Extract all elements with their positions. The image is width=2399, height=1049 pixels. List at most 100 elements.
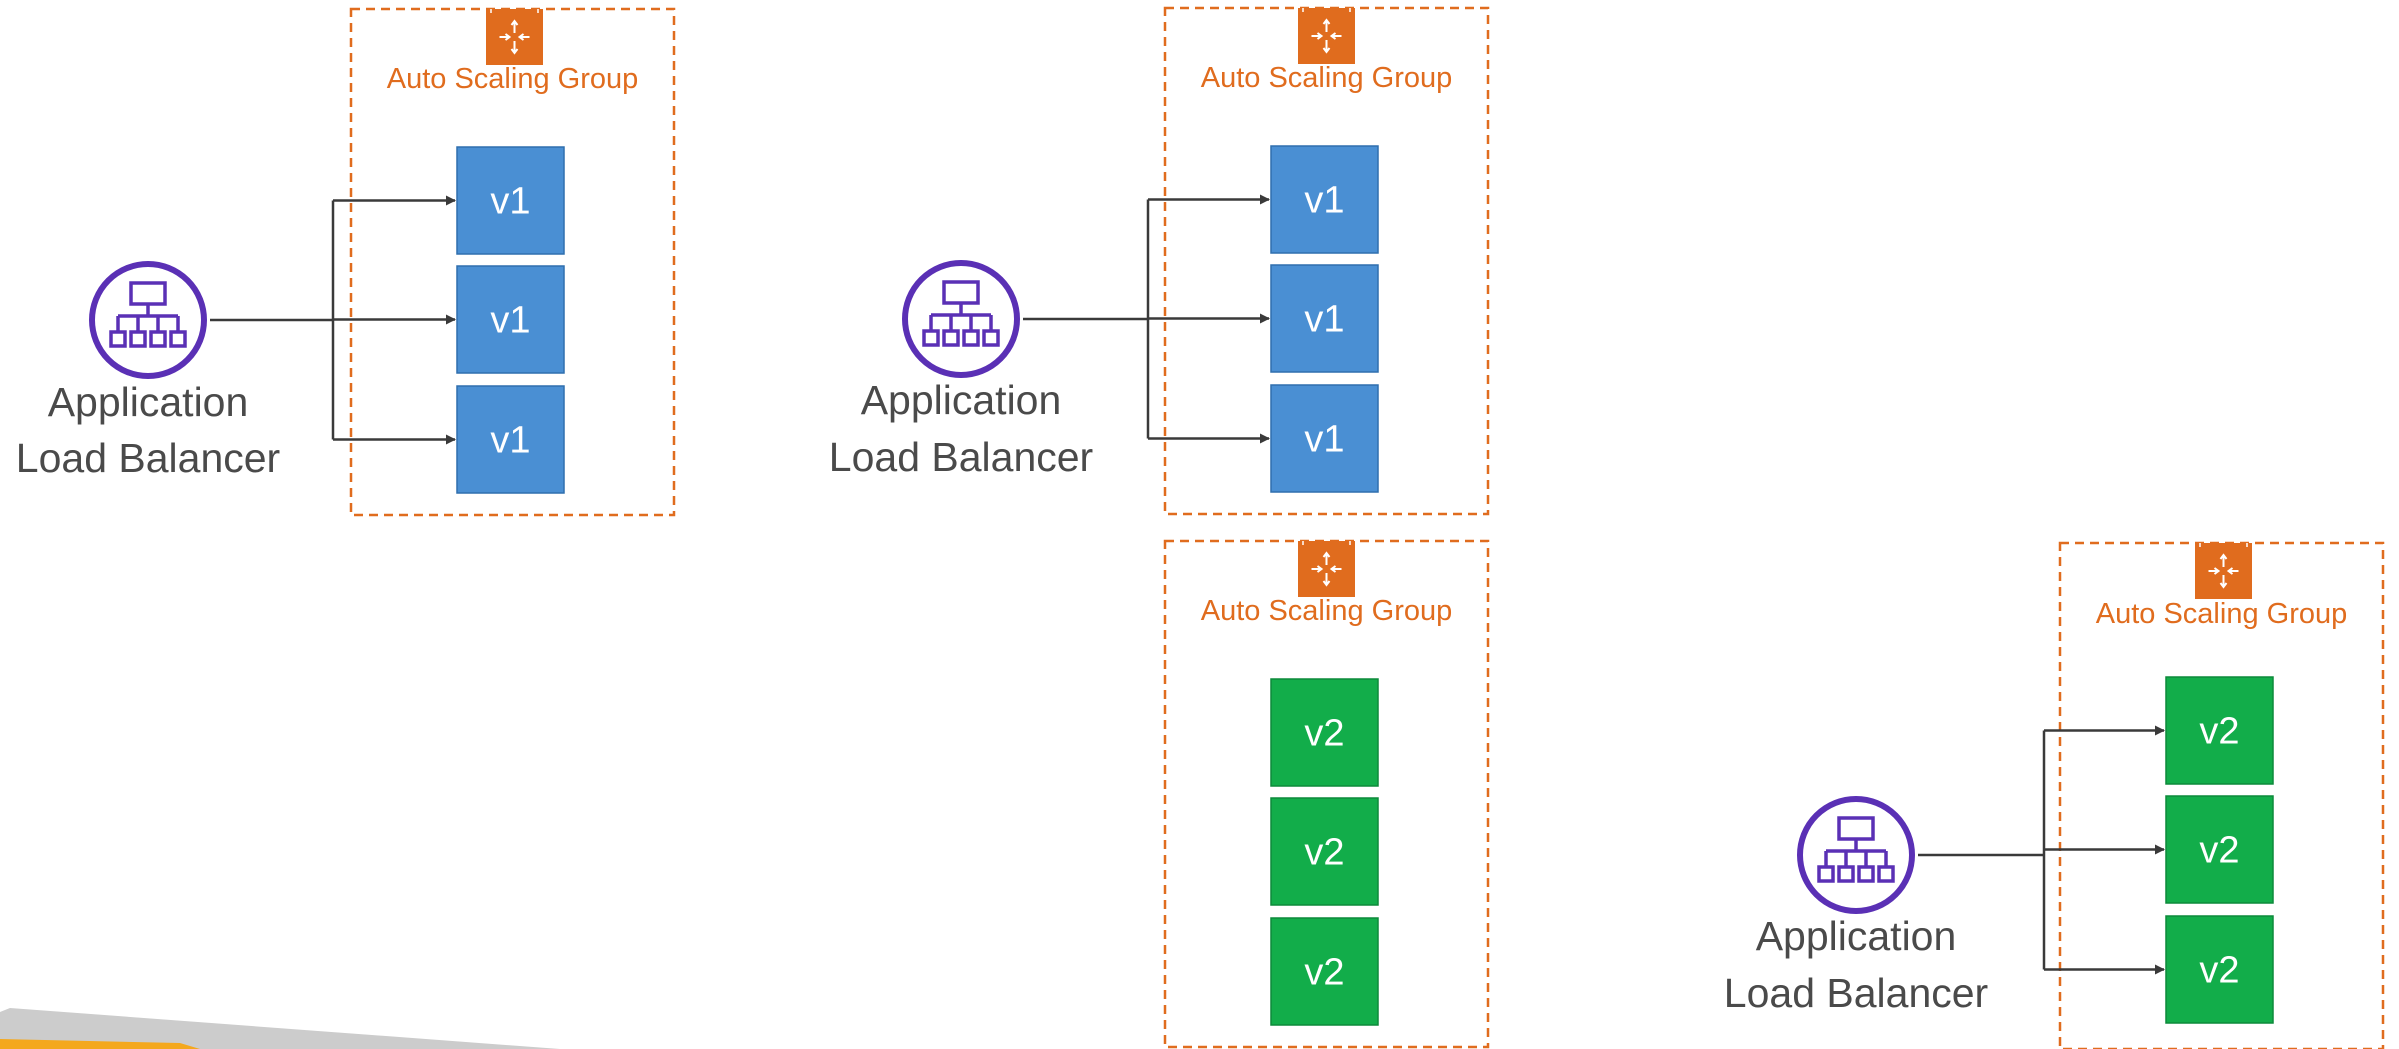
asg-dashed-border xyxy=(1163,6,1490,516)
asg-label: Auto Scaling Group xyxy=(387,63,638,95)
instance-box-v1 xyxy=(1270,145,1379,254)
asg-icon-ticks xyxy=(1302,541,1351,545)
alb-icon-target-node xyxy=(1817,865,1835,883)
alb-icon-target-node xyxy=(942,329,960,347)
alb-label-line-2: Load Balancer xyxy=(16,435,280,481)
routing-arrows xyxy=(1023,194,1270,444)
auto-scaling-group-icon xyxy=(2195,543,2252,599)
alb-icon-top-node xyxy=(129,281,167,306)
asg-label: Auto Scaling Group xyxy=(1201,595,1452,627)
instance-box-v2 xyxy=(2165,795,2274,904)
instance-box-v1 xyxy=(456,385,565,494)
application-load-balancer-icon xyxy=(1797,796,1915,914)
instance-label: v2 xyxy=(2199,830,2239,872)
auto-scaling-group-icon xyxy=(1298,541,1355,597)
asg-icon-arrow-up xyxy=(1322,18,1331,32)
alb-icon-target-node xyxy=(1877,865,1895,883)
instance-label: v1 xyxy=(1304,419,1344,461)
footer-orange-stripe xyxy=(0,1039,200,1049)
asg-icon-arrow-up xyxy=(1322,551,1331,565)
instance-box-v1 xyxy=(1270,264,1379,373)
asg-icon-arrow-right xyxy=(2208,567,2221,575)
instance-box-v1 xyxy=(456,146,565,255)
auto-scaling-group: Auto Scaling Group v1 v1 v1 xyxy=(349,7,676,517)
auto-scaling-group: Auto Scaling Group v2 v2 v2 xyxy=(2058,541,2385,1049)
alb-label-line-1: Application xyxy=(861,377,1062,423)
instance-label: v1 xyxy=(490,420,530,462)
asg-icon-background xyxy=(2195,543,2252,599)
asg-icon-arrow-down xyxy=(1322,573,1331,587)
asg-dashed-border xyxy=(2058,541,2385,1049)
instance-box-v2 xyxy=(1270,917,1379,1026)
instance-box-v2 xyxy=(2165,676,2274,785)
asg-icon-arrow-up xyxy=(2219,553,2228,567)
alb-label-line-1: Application xyxy=(1756,913,1957,959)
deployment-stage: Auto Scaling Groupv2v2v2ApplicationLoad … xyxy=(1724,541,2385,1049)
asg-label: Auto Scaling Group xyxy=(1201,62,1452,94)
alb-icon-connectors xyxy=(1824,839,1888,867)
alb-label-line-2: Load Balancer xyxy=(1724,970,1988,1016)
asg-icon-background xyxy=(486,9,543,65)
asg-icon-arrow-down xyxy=(2219,575,2228,589)
asg-icon-arrow-right xyxy=(1311,565,1324,573)
asg-icon-arrow-right xyxy=(1311,32,1324,40)
deployment-stages: Auto Scaling Groupv1v1v1ApplicationLoad … xyxy=(16,6,2385,1049)
asg-label: Auto Scaling Group xyxy=(2096,598,2347,630)
alb-icon-target-node xyxy=(109,330,127,348)
asg-icon-arrow-left xyxy=(1329,565,1342,573)
asg-icon-arrow-left xyxy=(1329,32,1342,40)
alb-icon-target-node xyxy=(169,330,187,348)
asg-icon-arrow-right xyxy=(499,33,512,41)
asg-icon-background xyxy=(1298,541,1355,597)
application-load-balancer-icon xyxy=(89,261,207,379)
alb-icon-connectors xyxy=(929,303,993,331)
instance-label: v1 xyxy=(490,300,530,342)
asg-icon-arrow-down xyxy=(1322,40,1331,54)
instance-box-v1 xyxy=(456,265,565,374)
alb-label-line-1: Application xyxy=(48,379,249,425)
asg-icon-ticks xyxy=(490,9,539,13)
alb-icon-ring xyxy=(89,261,207,379)
alb-icon-target-node xyxy=(149,330,167,348)
asg-icon-ticks xyxy=(1302,8,1351,12)
instance-box-v2 xyxy=(1270,678,1379,787)
alb-icon-target-node xyxy=(922,329,940,347)
alb-icon-connectors xyxy=(116,304,180,332)
alb-icon-target-node xyxy=(1857,865,1875,883)
footer-gray-stripe xyxy=(0,1008,560,1049)
instance-box-v2 xyxy=(2165,915,2274,1024)
asg-icon-arrow-left xyxy=(2226,567,2239,575)
instance-label: v2 xyxy=(2199,950,2239,992)
asg-icon-ticks xyxy=(2199,543,2248,547)
asg-icon-arrow-up xyxy=(510,19,519,33)
instance-label: v2 xyxy=(1304,713,1344,755)
instance-label: v2 xyxy=(1304,832,1344,874)
asg-dashed-border xyxy=(349,7,676,517)
alb-label-line-2: Load Balancer xyxy=(829,434,1093,480)
auto-scaling-group-icon xyxy=(486,9,543,65)
instance-label: v1 xyxy=(1304,180,1344,222)
alb-icon-ring xyxy=(1797,796,1915,914)
footer-decoration xyxy=(0,1008,560,1049)
routing-arrows xyxy=(1918,725,2165,975)
deployment-stage: Auto Scaling Groupv1v1v1ApplicationLoad … xyxy=(16,7,676,517)
alb-icon-target-node xyxy=(982,329,1000,347)
alb-icon-target-node xyxy=(129,330,147,348)
alb-icon-target-node xyxy=(962,329,980,347)
auto-scaling-group-icon xyxy=(1298,8,1355,64)
alb-icon-top-node xyxy=(942,280,980,305)
alb-icon-target-node xyxy=(1837,865,1855,883)
asg-dashed-border xyxy=(1163,539,1490,1049)
asg-icon-background xyxy=(1298,8,1355,64)
instance-label: v1 xyxy=(490,181,530,223)
instance-label: v2 xyxy=(2199,711,2239,753)
instance-box-v2 xyxy=(1270,797,1379,906)
instance-box-v1 xyxy=(1270,384,1379,493)
asg-icon-arrow-left xyxy=(517,33,530,41)
